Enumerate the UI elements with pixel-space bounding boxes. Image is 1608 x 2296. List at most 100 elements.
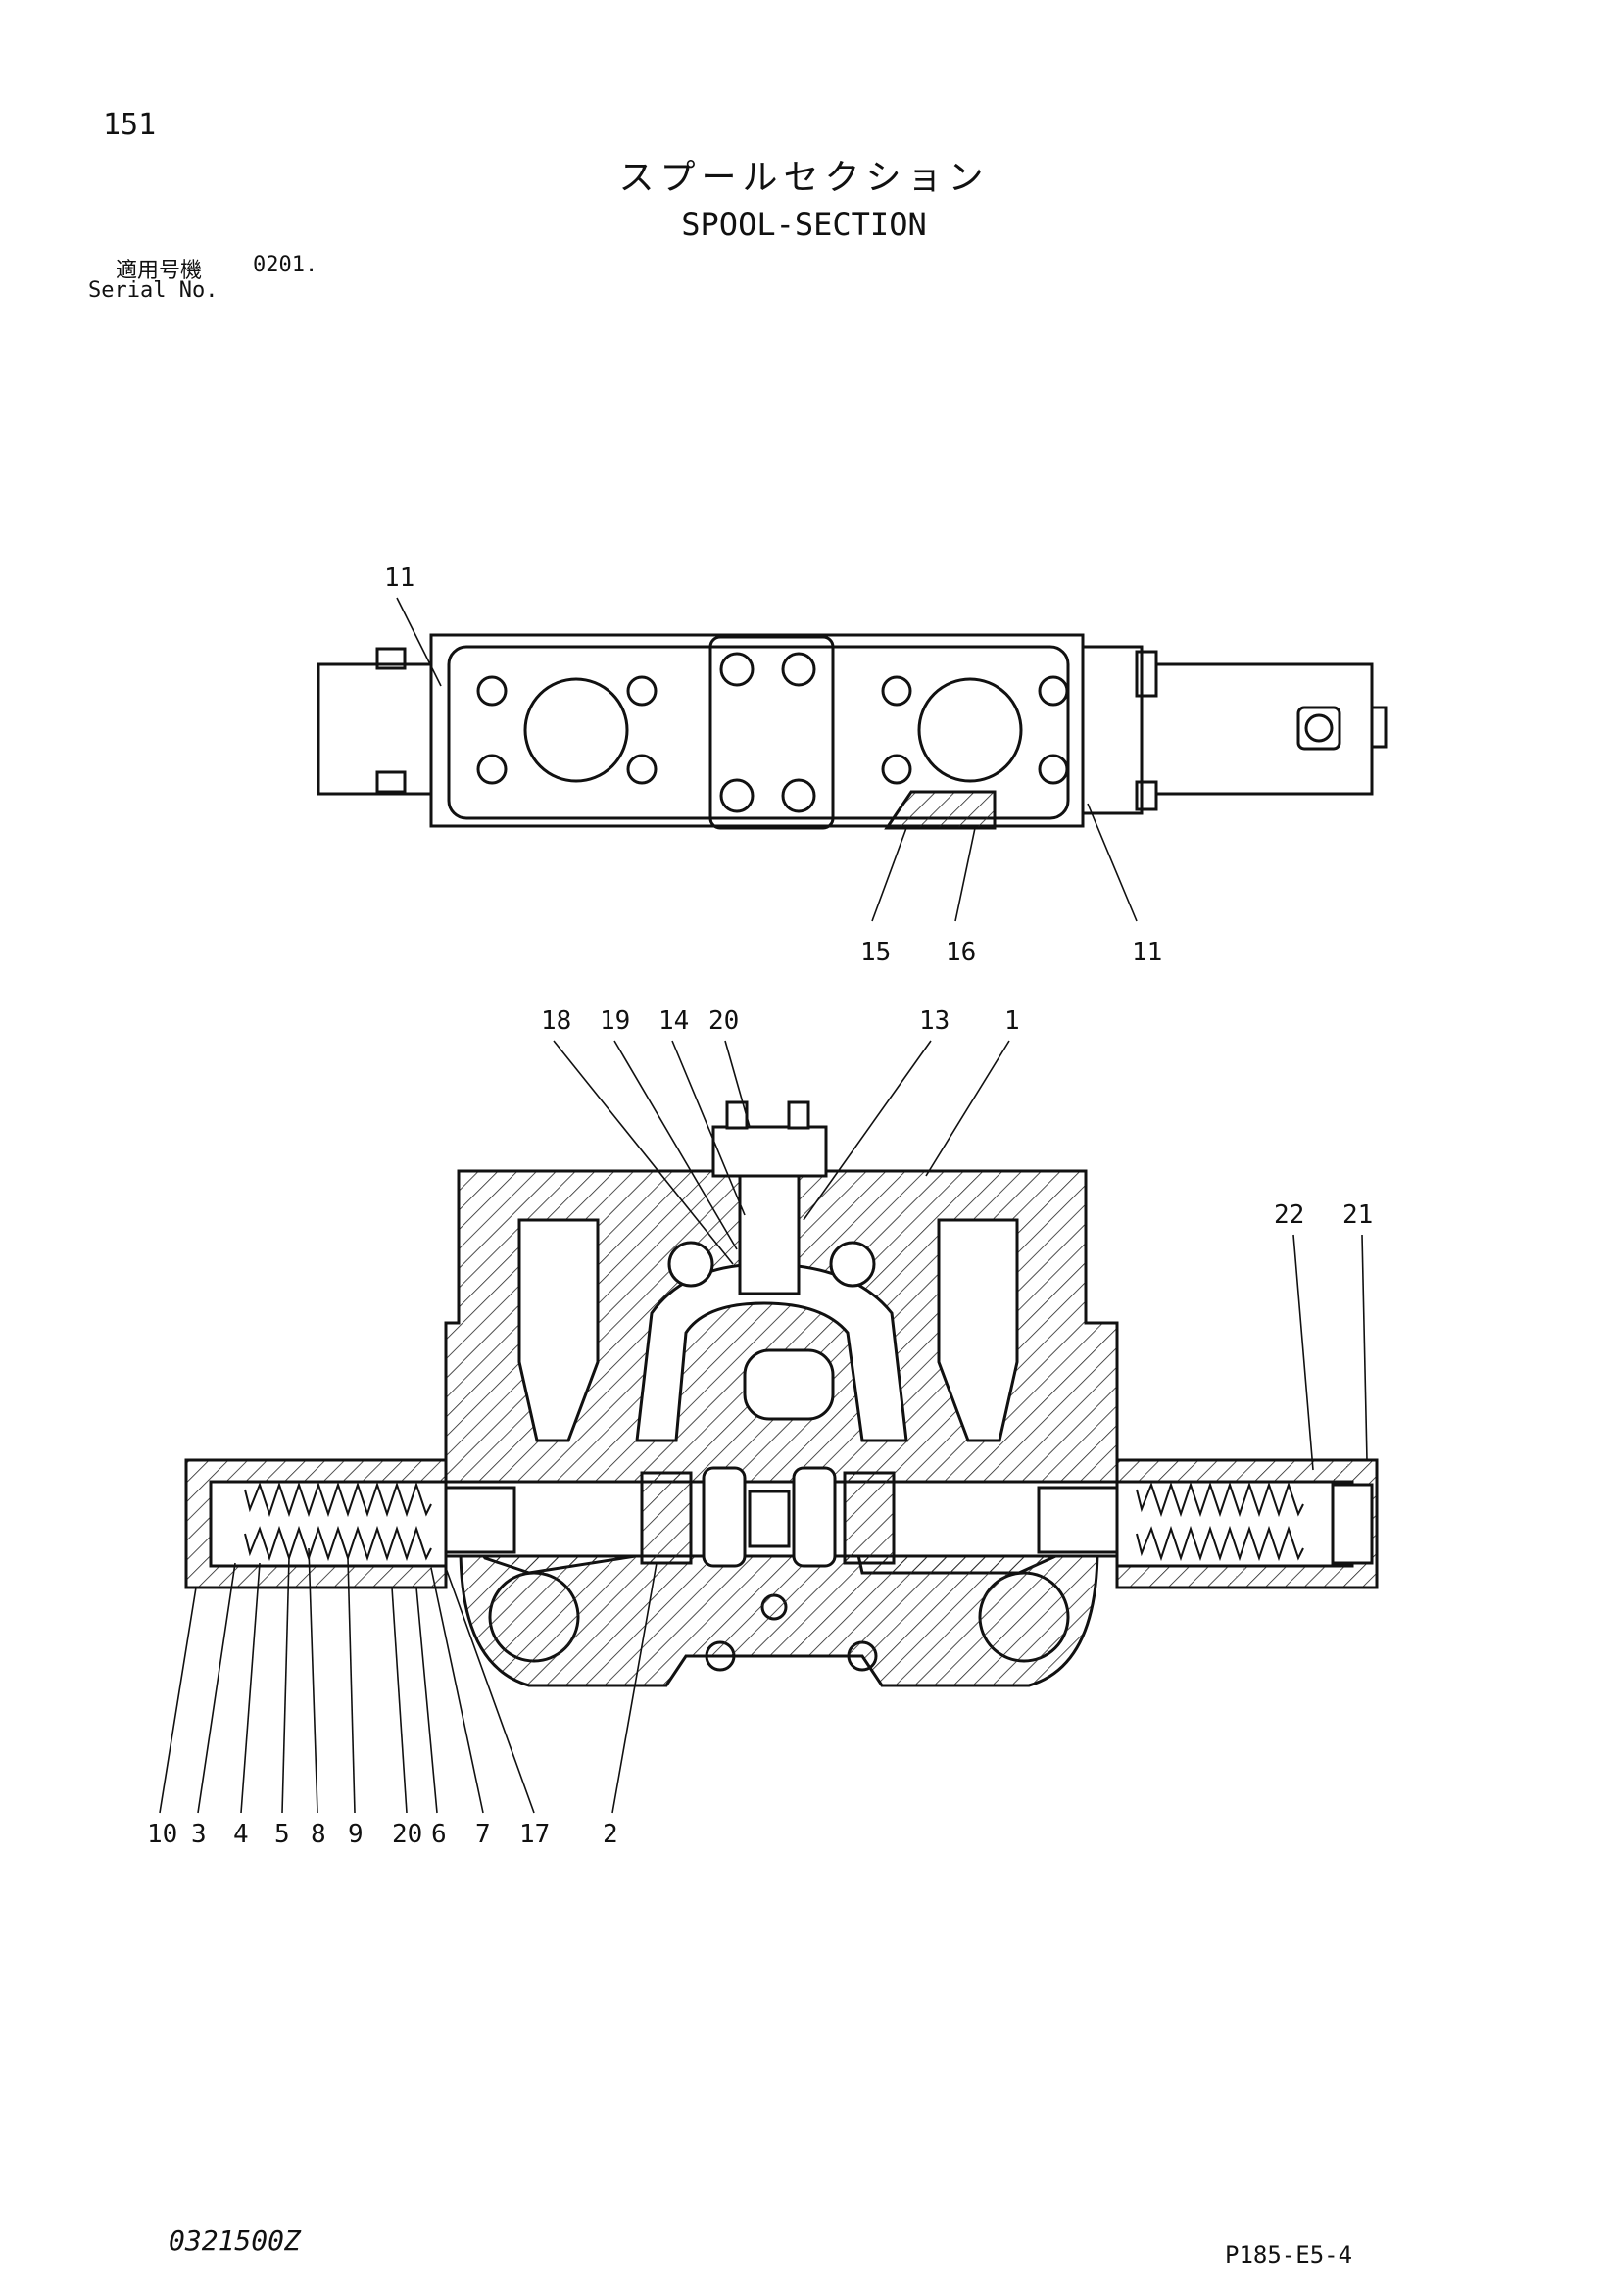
leader-line [803, 1040, 932, 1221]
leader-line [415, 1587, 438, 1814]
callout-label: 2 [603, 1820, 618, 1849]
callout-label: 4 [233, 1820, 249, 1849]
right-return-spring [1136, 1525, 1304, 1562]
leader-line [430, 1567, 484, 1814]
right-cap-bolt-bottom [1135, 780, 1158, 811]
callout-label: 7 [475, 1820, 491, 1849]
center-bolt [719, 778, 755, 813]
callout-label: 17 [519, 1820, 550, 1849]
leader-line [1087, 803, 1138, 922]
drawing-code: 0321500Z [169, 2224, 301, 2257]
serial-label-japanese: 適用号機 [116, 259, 203, 283]
leader-line [611, 1562, 658, 1814]
section-top-callouts: 18 19 14 20 13 1 22 21 [541, 1006, 1373, 1230]
leader-line [347, 1557, 356, 1814]
bolt-hole [1038, 675, 1069, 707]
callout-label: 14 [658, 1006, 689, 1036]
center-bolt [781, 652, 816, 687]
callout-label: 5 [274, 1820, 290, 1849]
leader-line [1361, 1234, 1368, 1461]
callout-label: 18 [541, 1006, 571, 1036]
leader-line [954, 827, 976, 922]
callout-label: 15 [860, 938, 891, 967]
callout-label: 19 [600, 1006, 630, 1036]
left-port [523, 677, 629, 783]
section-view [184, 1100, 1379, 1687]
leader-line [613, 1040, 738, 1250]
spool-center [748, 1490, 791, 1548]
section-leaders [159, 1040, 1368, 1814]
leader-line [240, 1562, 261, 1814]
sheet-reference: P185-E5-4 [1225, 2241, 1353, 2269]
serial-value: 0201. [253, 253, 318, 277]
left-cap-bolt-top [375, 647, 407, 670]
leader-line [159, 1587, 197, 1814]
bolt-hole [626, 675, 658, 707]
plug-head [711, 1125, 828, 1178]
left-passage [517, 1218, 600, 1442]
left-spool-end [444, 1486, 516, 1554]
callout-label: 3 [191, 1820, 207, 1849]
body-flange-outline [447, 645, 1070, 820]
callout-label: 11 [1132, 938, 1162, 967]
center-bolt [719, 652, 755, 687]
callout-label: 8 [311, 1820, 326, 1849]
right-spring-chamber [1115, 1480, 1354, 1568]
title-english: SPOOL-SECTION [681, 206, 927, 243]
leader-line [391, 1587, 408, 1814]
bridge-passage [635, 1262, 908, 1442]
callout-label: 16 [946, 938, 976, 967]
left-return-spring [244, 1481, 432, 1518]
bolt-hole [476, 675, 508, 707]
center-bolt [781, 778, 816, 813]
title-japanese: スプールセクション [618, 158, 990, 198]
leader-line [553, 1040, 734, 1265]
right-cap-plug [1370, 706, 1388, 749]
check-poppet [738, 1174, 801, 1295]
spool-groove [792, 1466, 837, 1568]
right-cap-plug [1331, 1483, 1374, 1565]
callout-label: 21 [1342, 1200, 1373, 1230]
bolt-hole [626, 754, 658, 785]
spool-groove [702, 1466, 747, 1568]
spool-land [640, 1471, 693, 1565]
right-port [917, 677, 1023, 783]
serial-label-english: Serial No. [88, 278, 219, 303]
leader-line [197, 1562, 236, 1814]
callout-label: 20 [392, 1820, 422, 1849]
leader-line [724, 1040, 751, 1128]
leader-line [1292, 1234, 1314, 1471]
spool-land [843, 1471, 896, 1565]
right-cap-port-bore [1304, 713, 1334, 743]
leader-line [925, 1040, 1010, 1177]
core-hole [667, 1241, 714, 1288]
left-return-spring [244, 1525, 432, 1562]
leader-line [281, 1557, 290, 1814]
top-view [317, 633, 1388, 830]
leader-line [445, 1567, 535, 1814]
callout-label: 13 [919, 1006, 950, 1036]
page-number: 151 [103, 108, 157, 142]
plug-bolt [787, 1100, 810, 1130]
cutaway-section [884, 790, 997, 830]
bolt-hole [881, 675, 912, 707]
valve-body-top [429, 633, 1085, 828]
right-passage [937, 1218, 1019, 1442]
right-cap-flange [1083, 645, 1144, 815]
bolt-hole [881, 754, 912, 785]
callout-label: 20 [708, 1006, 739, 1036]
right-spool-end [1037, 1486, 1119, 1554]
callout-label: 10 [147, 1820, 177, 1849]
bolt-hole [1038, 754, 1069, 785]
callout-label: 9 [348, 1820, 364, 1849]
callout-label: 11 [384, 563, 414, 593]
left-cap-bolt-bottom [375, 770, 407, 794]
bolt-hole [476, 754, 508, 785]
left-cap [317, 662, 433, 796]
right-cap-port [1296, 706, 1341, 751]
leader-line [671, 1040, 746, 1216]
section-bottom-callouts: 10 3 4 5 8 9 20 6 7 17 2 [147, 1820, 618, 1849]
callout-label: 1 [1004, 1006, 1020, 1036]
callout-label: 22 [1274, 1200, 1304, 1230]
